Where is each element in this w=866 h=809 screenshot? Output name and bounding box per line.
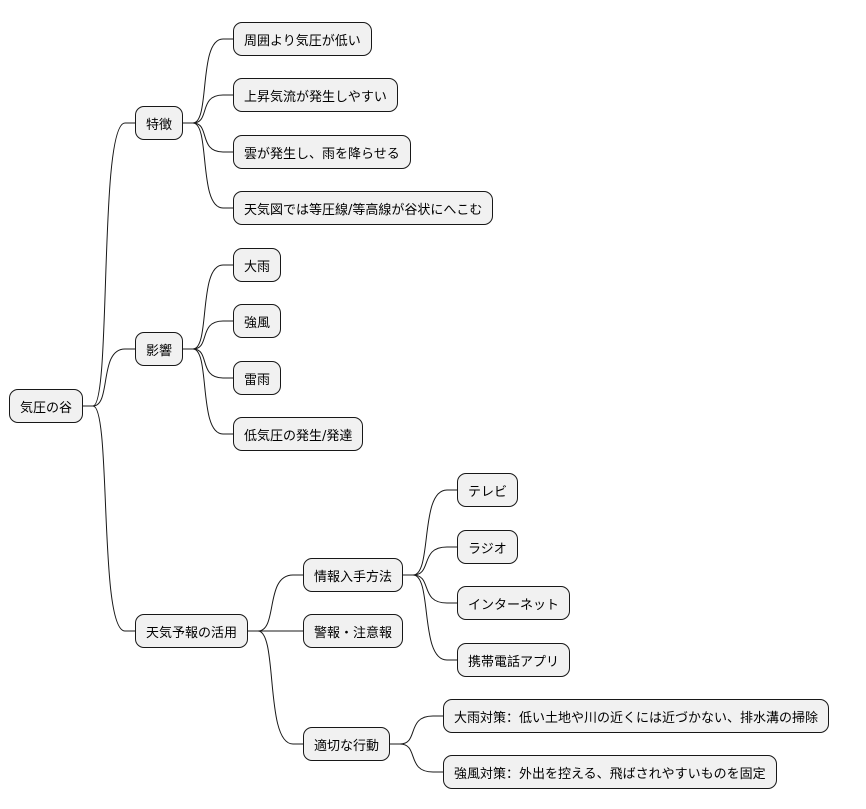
appropriate-action-node: 適切な行動 — [303, 727, 391, 761]
info-source-item: インターネット — [457, 586, 571, 620]
root-node: 気圧の谷 — [9, 389, 84, 423]
warnings-node: 警報・注意報 — [303, 614, 404, 648]
edge-connector — [403, 574, 457, 661]
edge-connector — [248, 574, 303, 632]
edge-connector — [183, 122, 233, 209]
effects-item: 大雨 — [233, 248, 282, 282]
features-item: 天気図では等圧線/等高線が谷状にへこむ — [233, 191, 494, 225]
edge-connector — [403, 489, 457, 576]
edge-connector — [183, 264, 233, 350]
edge-connector — [183, 348, 233, 435]
features-item: 周囲より気圧が低い — [233, 22, 372, 56]
effects-item: 低気圧の発生/発達 — [233, 417, 364, 451]
edge-connector — [183, 122, 233, 153]
action-item: 大雨対策：低い土地や川の近くには近づかない、排水溝の掃除 — [443, 699, 830, 733]
edge-connector — [183, 320, 233, 350]
edge-connector — [83, 122, 135, 407]
features-item: 雲が発生し、雨を降らせる — [233, 135, 411, 169]
effects-item: 強風 — [233, 304, 282, 338]
info-source-item: 携帯電話アプリ — [457, 643, 571, 677]
edge-connector — [403, 574, 457, 604]
info-sources-node: 情報入手方法 — [303, 558, 404, 592]
edge-connector — [390, 715, 443, 745]
edge-connector — [83, 348, 135, 407]
edge-connector — [403, 546, 457, 576]
branch-effects: 影響 — [135, 332, 184, 366]
edge-connector — [390, 743, 443, 773]
edge-connector — [183, 94, 233, 124]
info-source-item: テレビ — [457, 473, 519, 507]
features-item: 上昇気流が発生しやすい — [233, 78, 398, 112]
edge-connector — [183, 348, 233, 379]
branch-features: 特徴 — [135, 106, 184, 140]
info-source-item: ラジオ — [457, 530, 518, 564]
branch-forecast-usage: 天気予報の活用 — [135, 614, 249, 648]
edge-connector — [183, 38, 233, 124]
edge-connector — [248, 630, 303, 745]
effects-item: 雷雨 — [233, 361, 282, 395]
action-item: 強風対策：外出を控える、飛ばされやすいものを固定 — [443, 755, 777, 789]
edge-connector — [83, 405, 135, 632]
